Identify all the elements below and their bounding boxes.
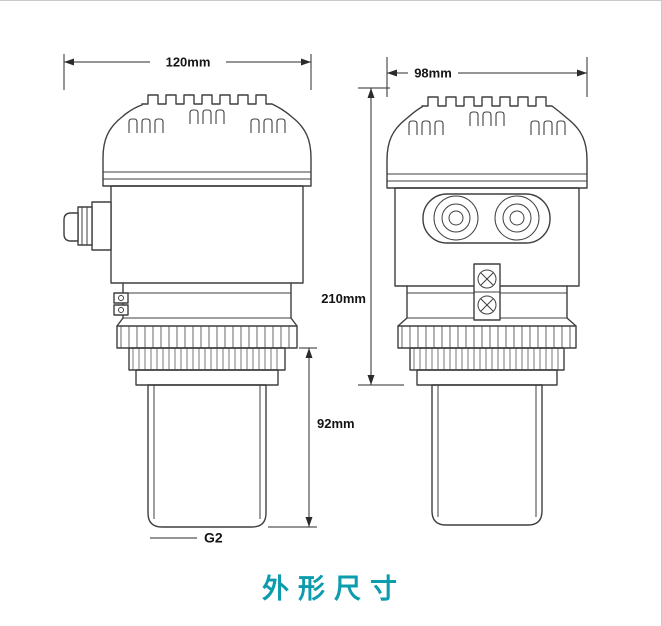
thread-callout: G2 <box>150 530 223 546</box>
cable-gland <box>63 201 112 251</box>
dimension-overall-height: 210mm <box>321 87 404 386</box>
cap-vent-slots <box>128 118 164 133</box>
neck-section <box>113 282 292 319</box>
dimension-right-width: 98mm <box>386 57 588 97</box>
cable-entries <box>422 193 551 244</box>
locknut <box>416 369 558 386</box>
dim-label-120mm: 120mm <box>166 55 211 70</box>
locknut <box>135 369 279 386</box>
ground-terminal <box>113 304 129 316</box>
thread-section <box>409 347 565 371</box>
left-view-drawing <box>63 94 312 528</box>
dimension-left-width: 120mm <box>63 54 312 90</box>
transducer-horn <box>431 384 543 526</box>
cap-vent-slots <box>469 111 505 126</box>
cap-vent-slots <box>250 118 286 133</box>
dim-label-210mm: 210mm <box>321 291 366 306</box>
right-view-drawing <box>386 96 588 526</box>
dim-label-92mm: 92mm <box>317 416 355 431</box>
housing-body <box>110 185 304 284</box>
cap-vent-slots <box>189 109 225 124</box>
thread-size-label: G2 <box>204 530 223 546</box>
cap-vent-slots <box>408 120 444 135</box>
ground-terminal <box>113 292 129 304</box>
cap-outline <box>386 96 588 189</box>
thread-section <box>128 347 286 371</box>
dimension-horn-height: 92mm <box>268 347 355 528</box>
flange-section <box>397 317 577 386</box>
cap-outline <box>102 94 312 187</box>
terminal-plate <box>473 263 501 321</box>
drawing-title: 外形尺寸 <box>262 574 406 604</box>
transducer-horn <box>147 384 267 528</box>
dim-label-98mm: 98mm <box>414 66 452 81</box>
cap-vent-slots <box>530 120 566 135</box>
flange-section <box>116 317 298 386</box>
